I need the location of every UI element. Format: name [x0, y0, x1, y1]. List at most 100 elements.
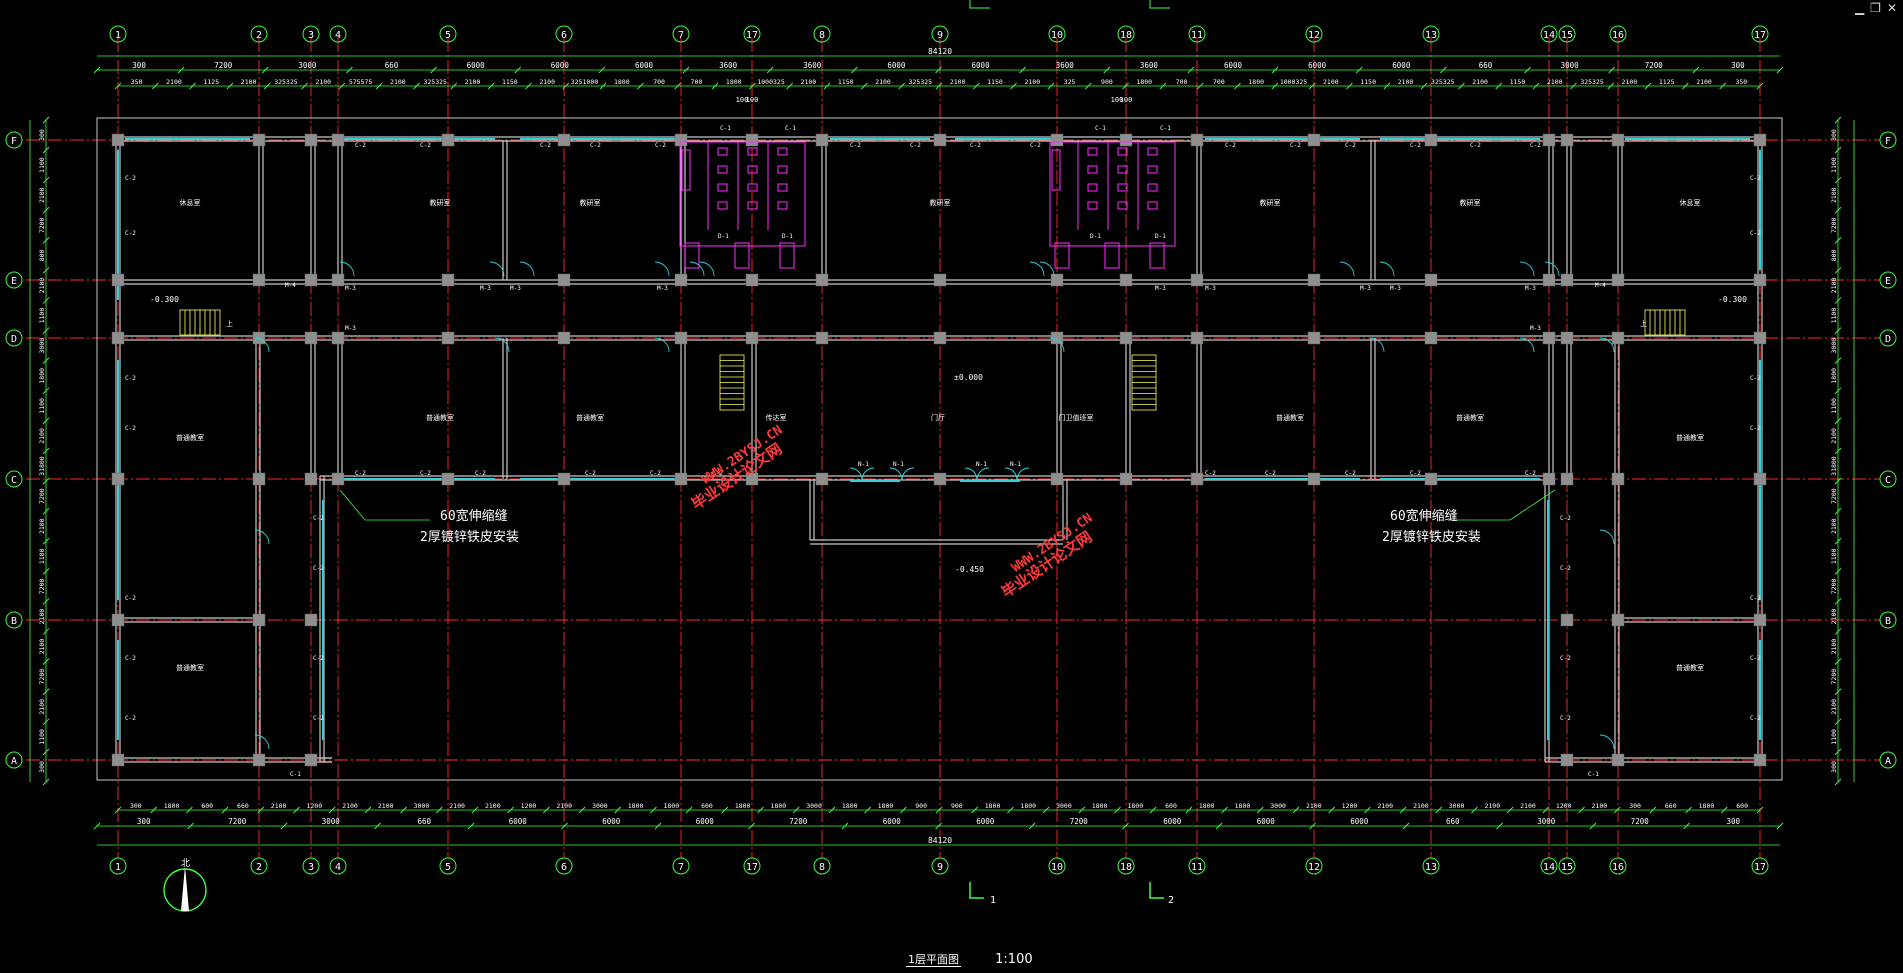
dim-bottom-main-text: 6000: [1350, 817, 1369, 826]
dim-right-tick: [1834, 537, 1842, 545]
door-swing: [1039, 261, 1055, 277]
window-tag: C-1: [1588, 771, 1599, 778]
window-tag: C-2: [1750, 425, 1761, 432]
dim-top-sub-tick: [1010, 82, 1017, 90]
axis-bubble-label: 6: [561, 862, 567, 873]
column: [441, 273, 455, 287]
dim-left-tick: [42, 718, 50, 726]
column: [304, 331, 318, 345]
dim-bottom-sub-tick: [114, 806, 122, 814]
dim-bottom-main-tick: [1122, 822, 1129, 830]
door-tag: M-4: [1595, 282, 1606, 289]
dim-top-sub-text: 1800: [1248, 78, 1264, 86]
close-icon[interactable]: ✕: [1886, 1, 1897, 15]
drawing-title-text: 1层平面图: [906, 953, 961, 967]
column: [1611, 472, 1625, 486]
dim-right-tick: [1834, 658, 1842, 665]
door-swing: [1544, 261, 1560, 277]
column: [745, 133, 759, 147]
sink: [779, 242, 795, 269]
dim-top-sub-tick: [413, 82, 420, 90]
dim-bottom-sub-tick: [435, 806, 443, 814]
dim-bottom-main-tick: [1309, 822, 1316, 830]
dim-right-tick: [1834, 748, 1842, 756]
window-tag: C-2: [655, 142, 666, 149]
toilet-fixture: [1117, 165, 1128, 174]
dim-top-sub-tick: [1607, 82, 1615, 90]
dim-bottom-main-tick: [1402, 822, 1410, 830]
door-tag: M-4: [285, 282, 296, 289]
column: [1611, 613, 1625, 627]
dim-bottom-sub-text: 1800: [1235, 802, 1251, 810]
axis-bubble-label: 18: [1120, 862, 1132, 873]
window-tag: C-2: [1560, 515, 1571, 522]
window-tag: C-2: [585, 470, 596, 477]
axis-bubble-label: 18: [1120, 30, 1132, 41]
column: [745, 472, 759, 486]
axis-bubble-label: 10: [1051, 30, 1063, 41]
dim-right-tick: [1834, 598, 1842, 605]
axis-bubble-label: 2: [256, 862, 262, 873]
dim-total-bottom: 84120: [928, 836, 952, 845]
restore-icon[interactable]: ❐: [1870, 1, 1881, 15]
axis-bubble-label: F: [1885, 136, 1891, 147]
axis-bubble-label: 5: [445, 30, 451, 41]
dim-top-main-text: 6000: [551, 61, 570, 70]
dim-right-text: 1100: [1830, 308, 1838, 324]
minimize-icon[interactable]: ▁: [1854, 1, 1865, 15]
dim-bottom-main-text: 6000: [509, 817, 528, 826]
leader-line: [339, 489, 430, 521]
axis-bubble-label: 5: [445, 862, 451, 873]
window-tag: C-2: [1750, 715, 1761, 722]
column: [252, 613, 266, 627]
axis-bubble: [250, 25, 268, 43]
dim-bottom-sub-tick: [150, 806, 158, 814]
axis-bubble: [1751, 25, 1769, 43]
dim-top-sub-tick: [674, 82, 682, 90]
window-tag: C-2: [590, 142, 601, 149]
dim-top-sub-text: 1125: [1659, 78, 1675, 86]
dim-right-tick: [1834, 568, 1842, 575]
dim-left-tick: [42, 537, 50, 545]
column: [1611, 753, 1625, 767]
dim-bottom-sub-text: 900: [951, 802, 963, 810]
axis-bubble-label: 7: [678, 862, 684, 873]
axis-bubble-label: 15: [1561, 30, 1573, 41]
column: [1542, 331, 1556, 345]
dim-bottom-sub-tick: [400, 806, 407, 814]
dim-bottom-sub-text: 3000: [1449, 802, 1465, 810]
dim-top-main-text: 6000: [1308, 61, 1327, 70]
dim-bottom-sub-tick: [1399, 806, 1407, 814]
dim-bottom-main-tick: [1496, 822, 1503, 830]
axis-bubble-label: 8: [819, 30, 825, 41]
column: [557, 331, 571, 345]
axis-bubble: [5, 329, 23, 347]
column: [1119, 331, 1133, 345]
axis-bubble-label: 16: [1612, 862, 1624, 873]
dim-left-tick: [42, 688, 50, 696]
window-tag: C-2: [650, 470, 661, 477]
toilet-fixture: [717, 183, 728, 192]
axis-bubble: [1609, 857, 1627, 875]
dim-top-main-text: 7200: [1645, 61, 1664, 70]
door-tag: N-1: [858, 461, 869, 468]
dim-left-tick: [42, 748, 50, 756]
dim-top-main-text: 660: [1479, 61, 1493, 70]
dim-top-sub-tick: [1159, 82, 1167, 90]
dim-bottom-sub-tick: [1114, 806, 1121, 814]
dim-top-sub-text: 350: [131, 78, 143, 86]
north-label: 北: [181, 858, 190, 869]
axis-bubble-label: 2: [256, 30, 262, 41]
watermark-1: 毕业设计论文网 WWW.2BYSJ.CN: [688, 423, 785, 514]
dim-left-tick: [42, 206, 50, 214]
column: [252, 273, 266, 287]
dim-right-tick: [1834, 628, 1842, 635]
room-label: 门厅: [931, 413, 945, 422]
window-tag: C-1: [785, 125, 796, 132]
dim-top-main-text: 6000: [972, 61, 991, 70]
dim-center-text: 100: [746, 96, 759, 104]
dim-left-tick: [42, 628, 50, 635]
axis-bubble-label: F: [11, 136, 17, 147]
axis-bubble: [813, 857, 831, 875]
